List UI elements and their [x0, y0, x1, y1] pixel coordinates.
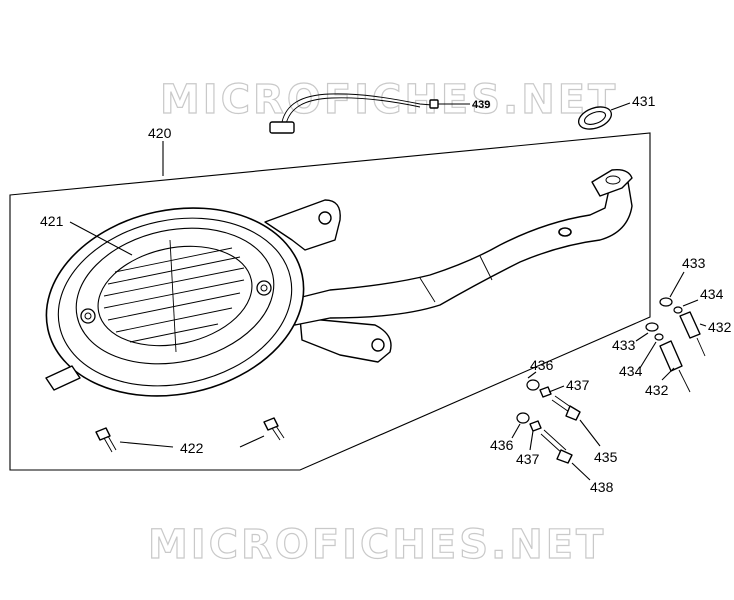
spacer-432-lower	[659, 340, 691, 393]
washer-436-upper	[526, 379, 540, 391]
nut-437-lower	[529, 420, 542, 432]
spacer-432-upper	[679, 311, 706, 357]
muffler-assembly	[45, 168, 633, 397]
leader-421	[69, 221, 133, 256]
assembly-frame-420	[9, 132, 651, 471]
leader-422-left	[119, 441, 174, 448]
watermark-top: MICROFICHES.NET	[160, 77, 618, 123]
washer-436-lower	[516, 412, 530, 424]
callout-437-upper[interactable]: 437	[566, 377, 590, 393]
bolt-435	[551, 395, 581, 421]
callout-436-upper[interactable]: 436	[530, 357, 554, 373]
leader-432-lower	[661, 367, 675, 381]
gasket-431	[578, 106, 612, 130]
bolt-438	[540, 429, 573, 464]
callout-432-upper[interactable]: 432	[708, 319, 732, 335]
callout-434-upper[interactable]: 434	[700, 286, 724, 302]
callout-431[interactable]: 431	[632, 93, 656, 109]
callout-438[interactable]: 438	[590, 479, 614, 495]
callout-422[interactable]: 422	[180, 440, 204, 456]
leader-435	[579, 419, 601, 447]
nut-437-upper	[539, 386, 552, 398]
leader-437-lower	[529, 430, 534, 451]
leader-436-lower	[511, 423, 521, 439]
callout-436-lower[interactable]: 436	[490, 437, 514, 453]
collar-434-lower	[654, 333, 664, 341]
callout-437-lower[interactable]: 437	[516, 451, 540, 467]
washer-433-lower	[645, 322, 659, 332]
callout-434-lower[interactable]: 434	[619, 363, 643, 379]
leader-433-lower	[635, 332, 649, 342]
callout-439[interactable]: 439	[472, 99, 490, 111]
bolt-422-right	[263, 417, 285, 441]
washer-433-upper	[659, 297, 673, 307]
callout-421[interactable]: 421	[40, 213, 64, 229]
watermark-bottom: MICROFICHES.NET	[148, 522, 606, 568]
leader-431	[610, 102, 631, 111]
bolt-422-left	[95, 427, 117, 453]
callout-420[interactable]: 420	[148, 125, 172, 141]
callout-433-upper[interactable]: 433	[682, 255, 706, 271]
collar-434-upper	[673, 306, 683, 314]
callout-435[interactable]: 435	[594, 449, 618, 465]
leader-437-upper	[548, 385, 565, 393]
wire-harness-439	[269, 93, 439, 134]
leader-434-lower	[639, 341, 657, 369]
leader-436-upper	[527, 371, 537, 379]
leader-432-upper	[699, 323, 707, 327]
leader-433-upper	[669, 271, 685, 298]
callout-432-lower[interactable]: 432	[645, 382, 669, 398]
leader-422-right	[239, 435, 265, 448]
leader-438	[571, 462, 591, 481]
callout-433-lower[interactable]: 433	[612, 337, 636, 353]
leader-434-upper	[682, 299, 699, 307]
